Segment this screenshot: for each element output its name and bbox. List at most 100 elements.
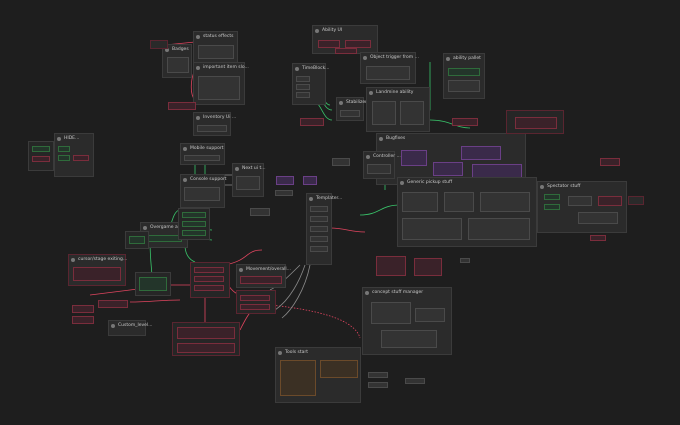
floating-slot <box>414 258 442 276</box>
node-slot <box>198 45 234 59</box>
node-hide-input[interactable] <box>28 141 54 171</box>
node-header: Tools start <box>276 348 308 357</box>
node-title: ability pallet <box>453 56 481 61</box>
node-slot <box>280 360 316 396</box>
node-landmine-ability[interactable]: Landmine ability <box>366 87 430 132</box>
node-slot <box>310 226 328 232</box>
node-header: ability pallet <box>444 54 481 63</box>
floating-slot <box>300 118 324 126</box>
node-status-dot <box>369 90 373 95</box>
node-slot <box>372 101 396 125</box>
node-slot <box>58 146 70 152</box>
node-object-trigger[interactable]: Object trigger from ... <box>360 52 419 84</box>
node-slot <box>480 192 530 212</box>
wire <box>429 119 471 129</box>
node-slot <box>236 176 260 190</box>
node-status-dot <box>71 257 75 262</box>
node-stabilizer[interactable]: Stabilizer <box>336 97 367 121</box>
node-title: Inventory Ui ... <box>203 115 237 120</box>
node-status-dot <box>339 100 343 105</box>
node-inventory-ui[interactable]: Inventory Ui ... <box>193 112 236 136</box>
node-generic-pickup[interactable]: Generic pickup stuff <box>397 177 537 247</box>
node-custom-level[interactable]: Custom_level... <box>108 320 152 336</box>
node-cursor-logic[interactable]: cursor/stage exiting... <box>68 254 127 286</box>
node-next-ui[interactable]: Next ui t... <box>232 163 266 197</box>
node-title: cursor/stage exiting... <box>78 257 128 262</box>
node-slot <box>461 146 501 160</box>
node-slot <box>32 156 50 162</box>
node-concept-stuff-manager[interactable]: concept stuff manager <box>362 287 452 355</box>
node-slot <box>468 218 530 240</box>
node-console-support[interactable]: Console support <box>180 174 227 208</box>
node-status-dot <box>309 196 313 201</box>
node-header: important item slo... <box>194 63 249 72</box>
node-title: Spectator stuff <box>547 184 581 189</box>
node-status-dot <box>111 323 115 328</box>
node-flow-block[interactable] <box>135 272 171 296</box>
node-debug[interactable] <box>506 110 564 134</box>
node-slot <box>345 40 371 48</box>
node-slot <box>73 155 89 161</box>
node-tools-start[interactable]: Tools start <box>275 347 361 403</box>
node-red-cluster-2[interactable] <box>236 290 276 314</box>
floating-slot <box>275 190 293 196</box>
floating-slot <box>72 316 94 324</box>
node-header: Stabilizer <box>337 98 367 107</box>
floating-tag <box>150 40 168 49</box>
node-badges[interactable]: Badges <box>162 44 192 78</box>
floating-slot <box>276 176 294 185</box>
node-slot <box>73 267 121 281</box>
node-hide[interactable]: HIDE... <box>54 133 94 177</box>
node-important-item-slots[interactable]: important item slo... <box>193 62 249 105</box>
node-overgame-left[interactable] <box>125 231 149 249</box>
node-title: Templater... <box>316 196 343 201</box>
node-status-dot <box>400 180 404 185</box>
floating-slot <box>452 118 478 126</box>
node-header: HIDE... <box>55 134 79 143</box>
node-slot <box>167 57 189 73</box>
node-overgame-hub[interactable] <box>178 208 210 240</box>
node-templater[interactable]: Templater... <box>306 193 342 265</box>
node-slot <box>371 302 411 324</box>
node-spectator-stuff[interactable]: Spectator stuff <box>537 181 627 233</box>
node-slot <box>240 304 270 310</box>
node-slot <box>367 164 391 174</box>
node-header: Badges <box>163 45 189 54</box>
node-slot <box>381 330 437 348</box>
node-mobile-support[interactable]: Mobile support <box>180 143 225 165</box>
node-controller[interactable]: Controller ... <box>363 151 401 179</box>
node-slot <box>448 68 480 76</box>
node-title: Mobile support <box>190 146 224 151</box>
node-slot <box>544 194 560 200</box>
node-header: cursor/stage exiting... <box>69 255 127 264</box>
node-status-dot <box>196 34 200 39</box>
node-status-effects[interactable]: status effects <box>193 31 238 63</box>
node-timeblock[interactable]: TimeBlock... <box>292 63 329 105</box>
wire <box>129 299 181 303</box>
node-movement-overall[interactable]: Movement/overall... <box>236 264 291 288</box>
node-slot <box>32 146 50 152</box>
node-status-dot <box>57 136 61 141</box>
node-slot <box>296 92 310 98</box>
node-header: concept stuff manager <box>363 288 423 297</box>
floating-slot <box>368 372 388 378</box>
node-status-dot <box>295 66 299 71</box>
node-header: Next ui t... <box>233 164 266 173</box>
node-slot <box>400 101 424 125</box>
node-ability-pallet[interactable]: ability pallet <box>443 53 485 99</box>
floating-slot <box>460 258 470 263</box>
node-red-panel[interactable] <box>172 322 240 356</box>
node-slot <box>144 235 182 242</box>
node-title: Custom_level... <box>118 323 153 328</box>
node-header: Generic pickup stuff <box>398 178 452 187</box>
wire <box>359 204 401 216</box>
node-title: Tools start <box>285 350 308 355</box>
node-slot <box>177 327 235 339</box>
node-title: Next ui t... <box>242 166 266 171</box>
node-slot <box>568 196 592 206</box>
node-header: Templater... <box>307 194 342 203</box>
node-red-cluster[interactable] <box>190 262 230 298</box>
node-header: Console support <box>181 175 227 184</box>
node-slot <box>129 236 145 244</box>
